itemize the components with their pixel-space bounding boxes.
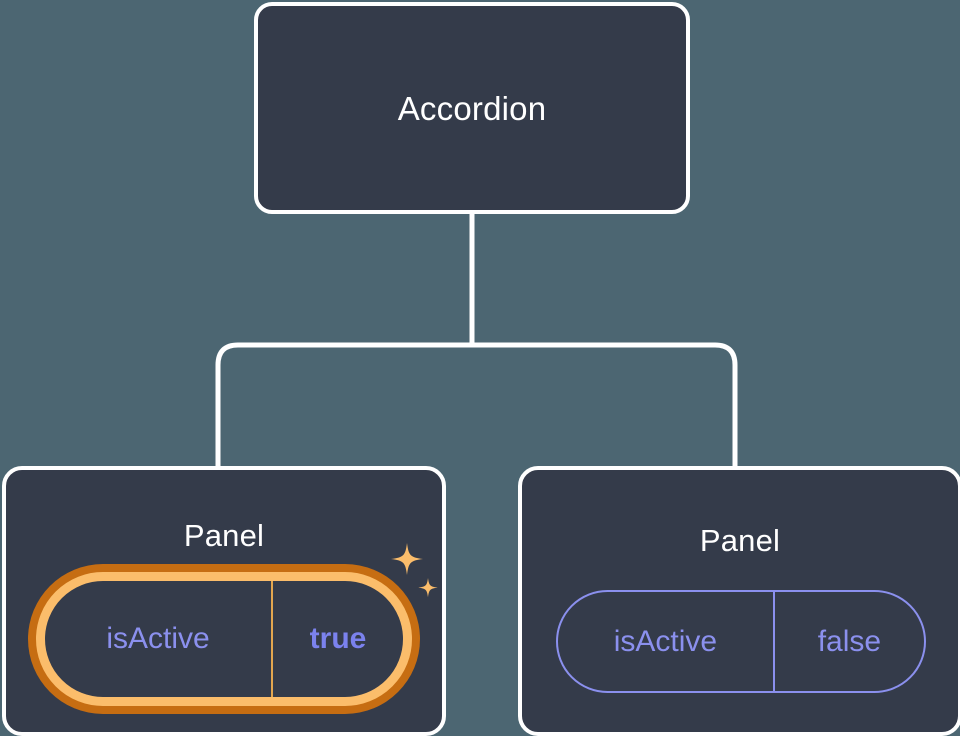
prop-value-false: false: [817, 624, 882, 658]
node-title-panel-active: Panel: [183, 518, 265, 553]
node-title-panel-inactive: Panel: [699, 523, 781, 558]
prop-pill-isactive-true[interactable]: isActive true: [36, 572, 412, 706]
prop-pill-isactive-false[interactable]: isActive false: [556, 590, 926, 693]
prop-value-true: true: [309, 622, 367, 655]
prop-key-isactive-true: isActive: [45, 581, 273, 697]
node-title-accordion: Accordion: [397, 89, 547, 127]
prop-key-isactive-false: isActive: [558, 592, 775, 691]
connector-branch-bus: [215, 342, 738, 466]
tree-node-accordion[interactable]: Accordion: [254, 2, 690, 214]
